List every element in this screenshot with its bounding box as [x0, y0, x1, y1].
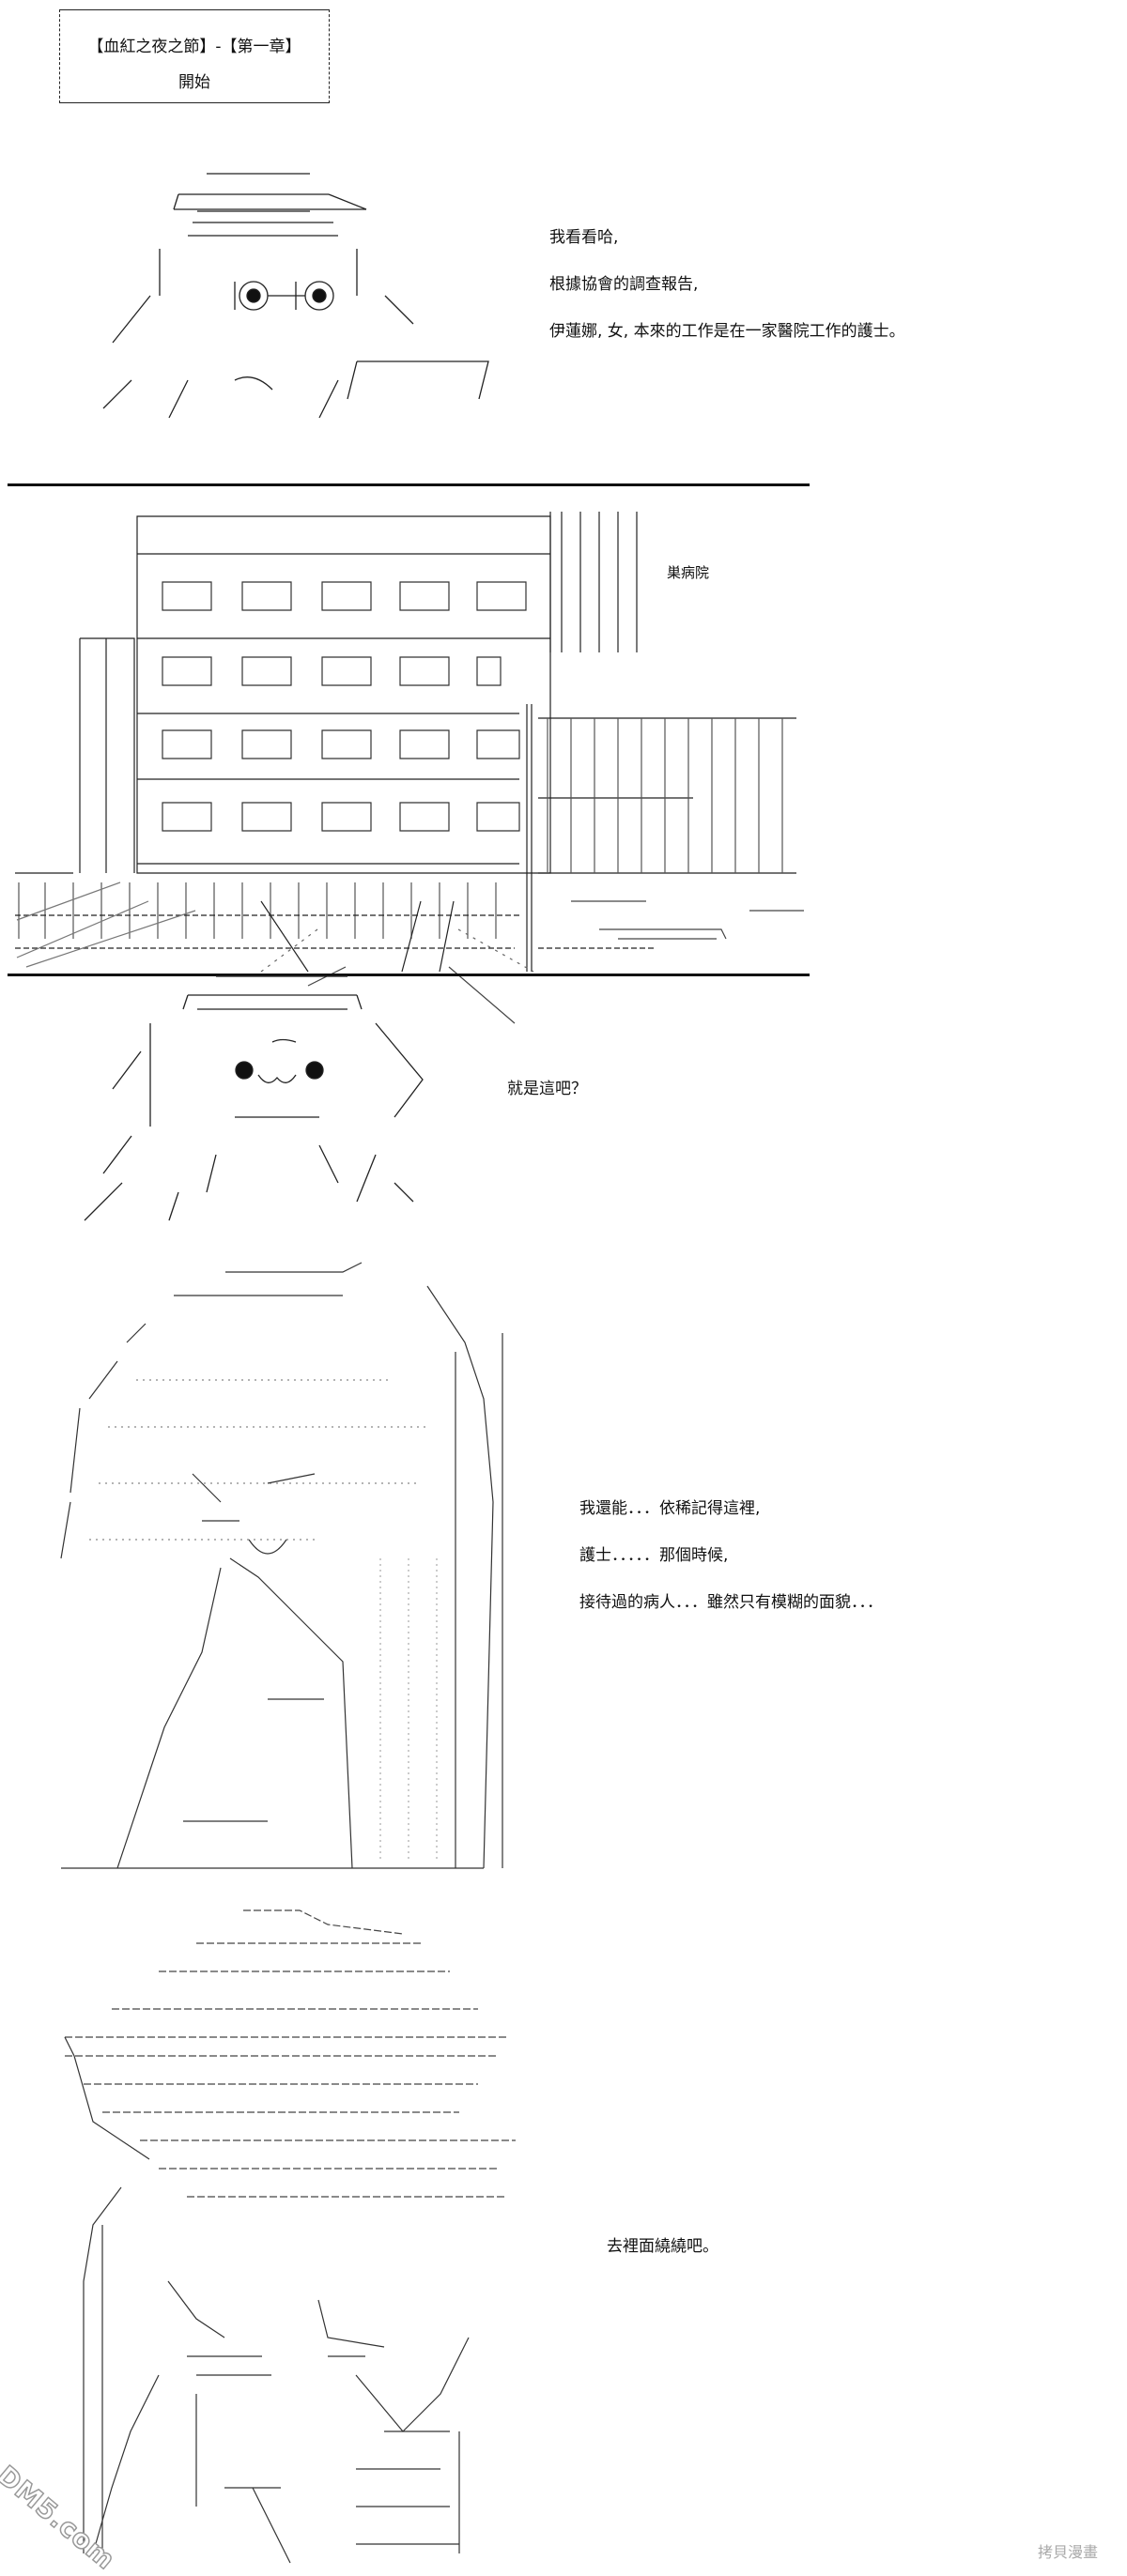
narration-line: 接待過的病人．．．雖然只有模糊的面貌．．． [579, 1593, 883, 1612]
character-binoculars-art [75, 155, 498, 437]
narration-line: 護士．．．．．那個時候, [579, 1546, 729, 1565]
character-hat-art [66, 967, 470, 1230]
dialogue-line: 就是這吧？ [507, 1080, 587, 1098]
chapter-title: 【血紅之夜之節】-【第一章】 [87, 38, 301, 56]
hospital-sign: 巣病院 [667, 564, 710, 581]
hospital-building-art [8, 488, 810, 972]
dialogue-line: 去裡面繞繞吧。 [607, 2237, 718, 2256]
character-longhair-art [33, 1258, 526, 1878]
panel-top-border [8, 483, 810, 486]
panel-bottom-border [8, 974, 810, 976]
chapter-subtitle: 開始 [178, 73, 210, 92]
narration-line: 伊蓮娜, 女, 本來的工作是在一家醫院工作的護士。 [549, 322, 905, 341]
watermark-copymanga: 拷貝漫畫 [1038, 2543, 1099, 2561]
chapter-title-box: 【血紅之夜之節】-【第一章】 開始 [59, 9, 330, 103]
narration-line: 根據協會的調查報告, [549, 275, 699, 294]
narration-line: 我還能．．．依稀記得這裡, [579, 1499, 761, 1518]
narration-line: 我看看哈, [549, 228, 619, 247]
character-big-hat-art [8, 1906, 544, 2563]
